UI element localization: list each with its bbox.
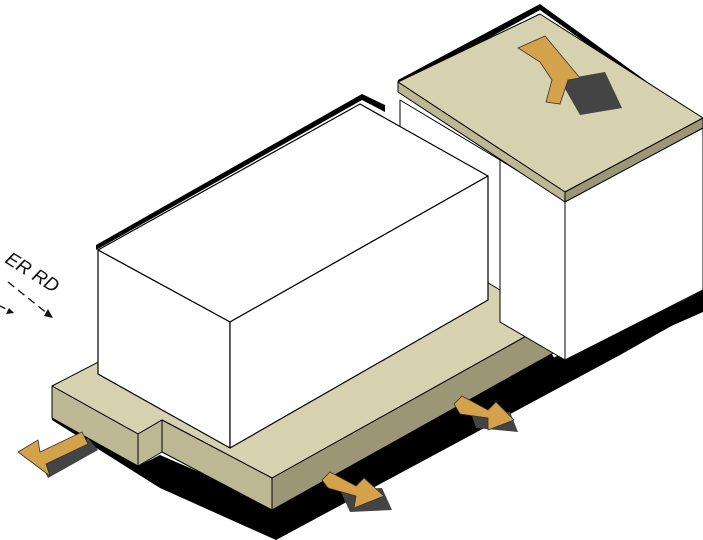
arrow-left-icon [17, 431, 98, 478]
main-mass [97, 103, 489, 449]
arrow-down-right-icon [321, 471, 392, 512]
main-side-face [229, 175, 489, 449]
roof-side-face [564, 117, 703, 203]
arrow-left-head [6, 308, 14, 314]
arrow-right-icon [453, 395, 518, 432]
arrow-up-icon [517, 35, 622, 115]
street-annotation: ER RD [0, 248, 63, 318]
arrow-right-head [44, 309, 53, 318]
street-label: ER RD [1, 248, 62, 297]
street-dash-right [7, 281, 49, 315]
